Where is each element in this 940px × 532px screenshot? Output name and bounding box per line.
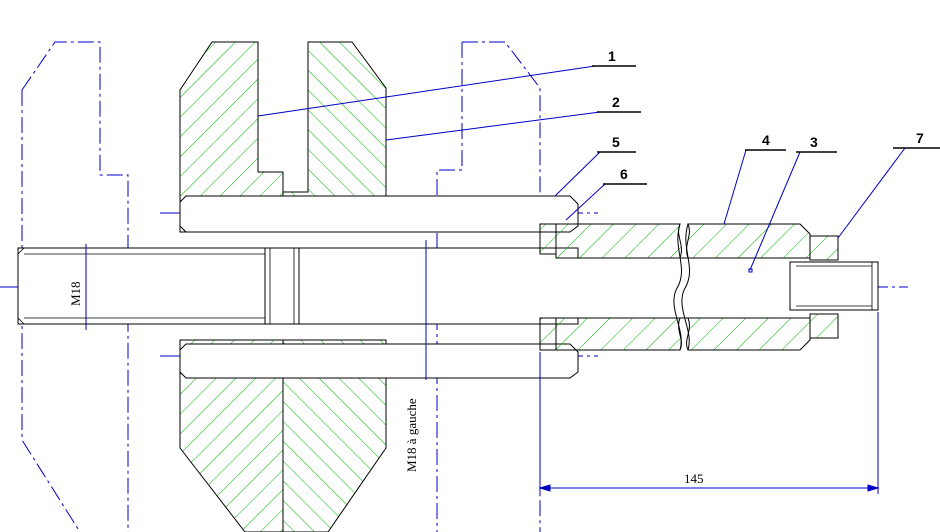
part-1-left-jaw: [179, 41, 284, 532]
dim-length: [538, 312, 880, 494]
break-line-left: [673, 223, 682, 351]
dim-length-text: 145: [684, 471, 704, 486]
dim-m18-gauche-text: M18 à gauche: [404, 398, 419, 472]
leader-underlines: [592, 65, 940, 185]
end-nut-upper: [809, 235, 839, 261]
label-part-2: 2: [612, 94, 620, 110]
washer-upper: [539, 223, 557, 255]
tube-lower-left: [555, 317, 682, 351]
washer-plate: [539, 223, 557, 351]
rod-collar: [264, 247, 300, 325]
dim-m18-left: M18: [68, 244, 87, 330]
left-jaw-lower: [179, 339, 284, 532]
label-part-7: 7: [916, 130, 924, 146]
rod-chamfer-bottom: [17, 317, 25, 325]
label-part-1: 1: [608, 48, 616, 64]
upper-guide-pin: [179, 195, 579, 233]
label-part-5: 5: [612, 134, 620, 150]
label-part-3: 3: [810, 134, 818, 150]
part-2-right-jaw: [282, 41, 387, 532]
washer-lower: [539, 317, 557, 351]
label-part-6: 6: [620, 166, 628, 182]
break-line-right: [681, 223, 690, 351]
end-nut-lower: [809, 313, 839, 339]
part-labels: 1 2 5 6 4 3 7: [608, 48, 924, 182]
leader-lines: [257, 65, 906, 271]
tube-upper-right: [686, 223, 811, 259]
rod-chamfer-top: [17, 247, 25, 255]
leader-dot-3: [748, 268, 753, 273]
threaded-tip: [789, 261, 879, 311]
lower-guide-pin: [179, 343, 579, 379]
tube-lower-right: [686, 317, 811, 351]
part-7-end-nut: [789, 235, 879, 339]
phantom-left-plate: [21, 41, 129, 532]
dim-m18-left-text: M18: [68, 281, 83, 306]
label-part-4: 4: [762, 132, 770, 148]
part-4-spacer-tube: [555, 223, 811, 351]
inner-rod-body: [556, 258, 790, 318]
main-rod: [17, 247, 579, 325]
right-jaw-lower: [282, 339, 387, 532]
guide-pins: [179, 195, 579, 379]
dim-m18-gauche: M18 à gauche: [404, 240, 427, 472]
tube-upper-left: [555, 223, 682, 259]
